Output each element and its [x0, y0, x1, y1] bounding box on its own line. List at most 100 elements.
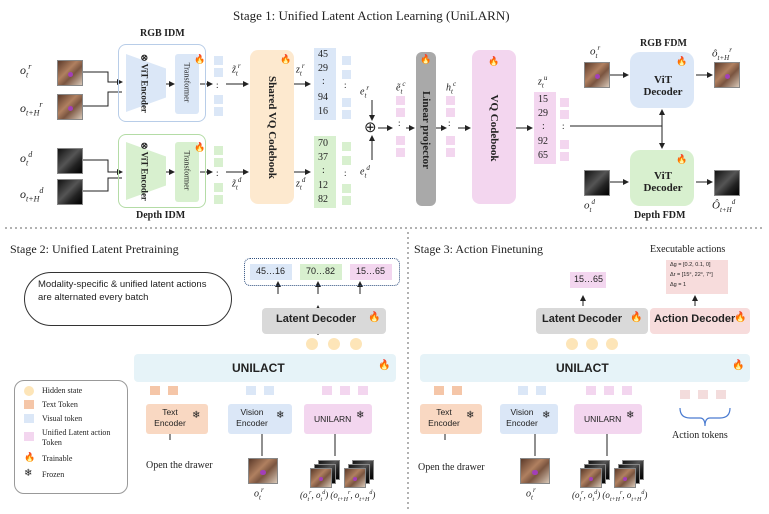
chip-rgb-text: 45…16: [256, 266, 286, 276]
rgb-latent-token: [214, 56, 223, 65]
unilact-s3: [420, 354, 750, 382]
label-fdm-o-t-r: otr: [590, 44, 601, 60]
label-fdm-o-t-d: otd: [584, 198, 595, 214]
text-token: [434, 386, 444, 395]
vq-codebook-label: VQ Codebook: [488, 94, 500, 162]
frozen-icon: ❄: [24, 468, 33, 479]
instruction-s3: Open the drawer: [418, 462, 485, 473]
visual-token: [264, 386, 274, 395]
action-line: Δg = 1: [670, 282, 687, 288]
unilact-s3-label: UNILACT: [556, 361, 609, 375]
linear-projector: [416, 52, 436, 206]
label-pair-s3: (otr, otd) (ot+Hr, ot+Hd): [572, 490, 648, 503]
observation-s3: [520, 458, 550, 484]
action-line: Δr = [15°, 22°, 7°]: [670, 272, 713, 278]
depth-latent-token: [214, 158, 223, 167]
fire-icon: 🔥: [194, 142, 206, 152]
dots: :: [562, 121, 565, 131]
hidden-state: [566, 338, 578, 350]
fused-token: [396, 108, 405, 117]
fire-icon: 🔥: [378, 360, 391, 371]
depth-transformer: [175, 142, 199, 202]
rgb-code: 94: [318, 92, 328, 103]
action-tokens-label: Action tokens: [672, 430, 728, 441]
depth-fdm-input: [584, 170, 610, 196]
depth-idm-box: [118, 134, 206, 208]
label-e-d: etd: [360, 164, 370, 180]
unified-code: 92: [538, 136, 548, 147]
rgb-reconstruction: [714, 62, 740, 88]
text-encoder-s2-label: Text Encoder: [154, 407, 186, 428]
stage2-title: Stage 2: Unified Latent Pretraining: [10, 242, 179, 256]
unilarn-s2-label: UNILARN: [314, 414, 352, 424]
depth-code: 70: [318, 138, 328, 149]
rgb-idm-box: [118, 44, 206, 122]
depth-vit-decoder-label: ViT Decoder: [643, 170, 683, 194]
fire-icon: 🔥: [676, 154, 688, 164]
depth-reconstruction: [714, 170, 740, 196]
frame-stack: [580, 468, 602, 488]
depth-code-token: [342, 156, 351, 165]
dots: :: [344, 80, 347, 90]
depth-code-column: [314, 136, 336, 208]
frame-stack: [310, 468, 332, 488]
hidden-state: [350, 338, 362, 350]
text-encoder-s3-label: Text Encoder: [428, 407, 460, 428]
rgb-fdm-input: [584, 62, 610, 88]
unified-code: 29: [538, 108, 548, 119]
vq-codebook: [472, 50, 516, 204]
depth-latent-token: [214, 183, 223, 192]
fire-icon: 🔥: [194, 54, 206, 64]
vision-encoder-s2: [228, 404, 292, 434]
vision-encoder-s2-label: Vision Encoder: [236, 407, 268, 428]
depth-code-token: [342, 196, 351, 205]
chip-unified-s3-text: 15…65: [574, 274, 604, 284]
rgb-code: :: [322, 76, 325, 87]
legend-latent-label: Unified Latent action Token: [42, 428, 111, 447]
rgb-code-token: [342, 56, 351, 65]
legend-visual-swatch: [24, 414, 34, 423]
rgb-code-token: [342, 70, 351, 79]
unilarn-s3: [574, 404, 642, 434]
unified-code: 15: [538, 94, 548, 105]
depth-latent-token: [214, 195, 223, 204]
text-token: [168, 386, 178, 395]
rgb-code-token: [342, 110, 351, 119]
legend-hidden-swatch: [24, 386, 34, 396]
fire-icon: 🔥: [368, 312, 381, 323]
label-h-c: htc: [446, 80, 457, 96]
rgb-vit-decoder-label: ViT Decoder: [643, 74, 683, 98]
label-obs-s2: otr: [254, 486, 264, 502]
latent-token: [604, 386, 614, 395]
action-decoder: [650, 308, 750, 334]
latent-decoder-s2-label: Latent Decoder: [276, 313, 357, 325]
rgb-transformer-label: Transformer: [182, 62, 192, 103]
unilarn-s2: [304, 404, 372, 434]
visual-token: [536, 386, 546, 395]
stage3-title: Stage 3: Action Finetuning: [414, 242, 543, 256]
depth-idm-label: Depth IDM: [136, 210, 186, 221]
action-token: [716, 390, 726, 399]
dots: :: [448, 118, 451, 128]
rgb-code-token: [342, 98, 351, 107]
fire-icon: 🔥: [24, 452, 36, 462]
legend-frozen-label: Frozen: [42, 470, 65, 479]
label-z-tilde-d: z̃td: [232, 176, 242, 192]
dots: :: [344, 168, 347, 178]
label-z-r: ztr: [296, 62, 305, 78]
fire-icon: 🔥: [676, 56, 688, 66]
fire-icon: 🔥: [734, 312, 747, 323]
hidden-state: [606, 338, 618, 350]
legend-hidden-label: Hidden state: [42, 386, 83, 395]
legend-text-swatch: [24, 400, 34, 409]
frozen-icon: ❄: [192, 410, 201, 421]
projected-token: [446, 96, 455, 105]
rgb-latent-token: [214, 95, 223, 104]
label-o-t-plus-h-r: ot+Hr: [20, 100, 43, 118]
latent-decoder-s2: [262, 308, 386, 334]
visual-token: [246, 386, 256, 395]
label-z-d: ztd: [296, 176, 306, 192]
unilarn-s3-label: UNILARN: [584, 414, 622, 424]
shared-vq-codebook-label: Shared VQ Codebook: [266, 76, 278, 179]
depth-code: 12: [318, 180, 328, 191]
